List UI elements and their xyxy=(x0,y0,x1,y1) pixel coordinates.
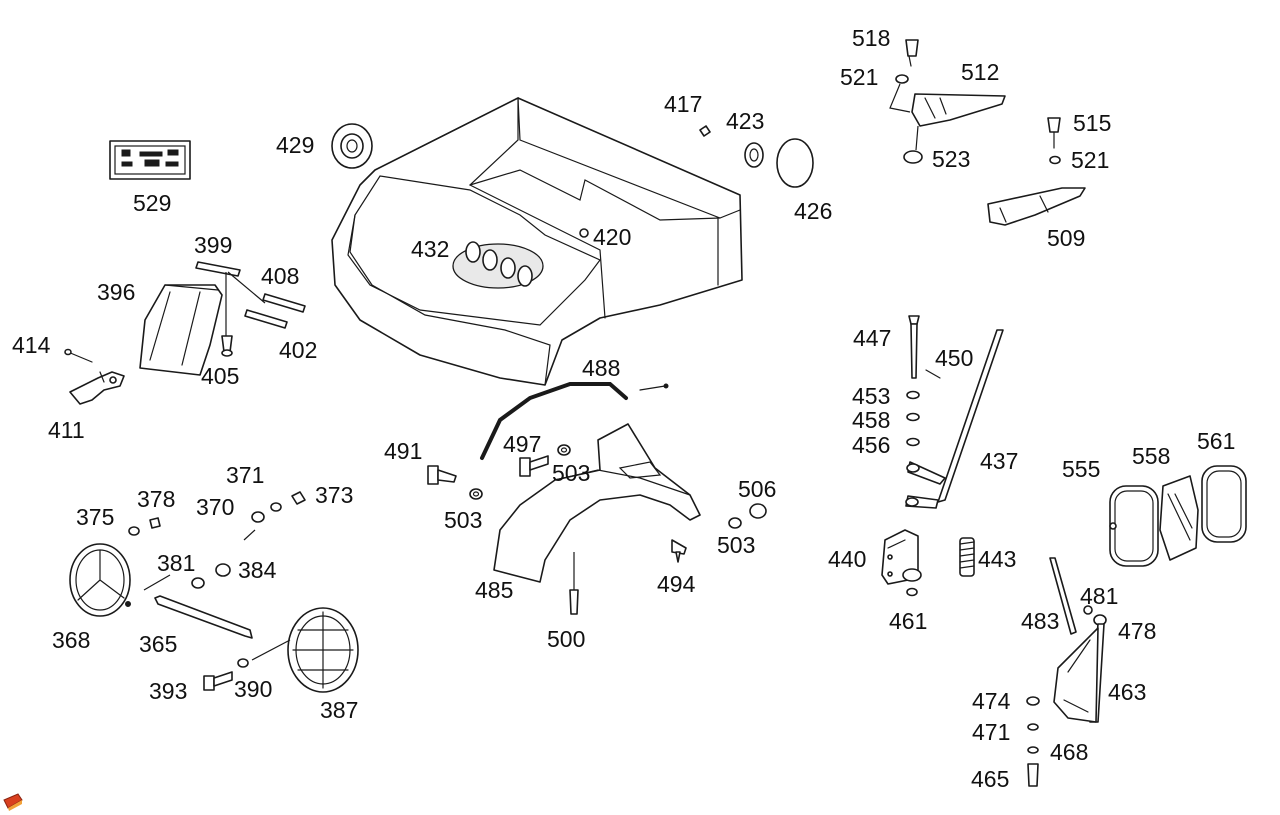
label-483: 483 xyxy=(1021,608,1059,634)
label-375: 375 xyxy=(76,504,114,530)
label-447: 447 xyxy=(853,325,891,351)
small-fasteners xyxy=(128,491,306,591)
label-491: 491 xyxy=(384,438,422,464)
label-368: 368 xyxy=(52,627,90,653)
label-453: 453 xyxy=(852,383,890,409)
label-420: 420 xyxy=(593,224,631,250)
label-437: 437 xyxy=(980,448,1018,474)
label-561: 561 xyxy=(1197,428,1235,454)
label-465: 465 xyxy=(971,766,1009,792)
label-378: 378 xyxy=(137,486,175,512)
label-399: 399 xyxy=(194,232,232,258)
fasteners-491 xyxy=(427,444,767,529)
label-523: 523 xyxy=(932,146,970,172)
label-384: 384 xyxy=(238,557,277,583)
bracket-440 xyxy=(881,529,922,597)
spring-443 xyxy=(959,537,975,577)
label-503: 503 xyxy=(717,532,755,558)
body-panel xyxy=(331,97,743,386)
label-478: 478 xyxy=(1118,618,1156,644)
grommet-420 xyxy=(579,228,589,238)
bracket-509 xyxy=(987,117,1086,226)
part-labels: 518 521 512 515 521 523 509 417 423 426 … xyxy=(12,25,1235,792)
label-405: 405 xyxy=(201,363,239,389)
label-515: 515 xyxy=(1073,110,1111,136)
label-423: 423 xyxy=(726,108,764,134)
label-370: 370 xyxy=(196,494,234,520)
screw-414 xyxy=(64,348,93,363)
mount-rod-assembly xyxy=(905,315,1004,509)
lamp-guard-387 xyxy=(203,607,359,693)
label-365: 365 xyxy=(139,631,177,657)
label-503: 503 xyxy=(552,460,590,486)
cap-426 xyxy=(776,138,814,188)
label-521: 521 xyxy=(1071,147,1109,173)
label-512: 512 xyxy=(961,59,999,85)
mirror-arm-463 xyxy=(1026,557,1107,787)
mirror-assembly xyxy=(1109,465,1247,567)
wheel-cover-368 xyxy=(69,543,131,617)
label-518: 518 xyxy=(852,25,890,51)
label-521: 521 xyxy=(840,64,878,90)
label-461: 461 xyxy=(889,608,927,634)
label-558: 558 xyxy=(1132,443,1170,469)
label-432: 432 xyxy=(411,236,449,262)
label-494: 494 xyxy=(657,571,696,597)
decal-plate-529 xyxy=(109,140,191,180)
label-371: 371 xyxy=(226,462,264,488)
mud-flap-396 xyxy=(139,284,223,376)
label-387: 387 xyxy=(320,697,358,723)
label-429: 429 xyxy=(276,132,314,158)
label-481: 481 xyxy=(1080,583,1118,609)
trim-strip-365 xyxy=(154,595,253,639)
label-488: 488 xyxy=(582,355,620,381)
grommet-423 xyxy=(744,142,764,168)
label-456: 456 xyxy=(852,432,890,458)
label-373: 373 xyxy=(315,482,353,508)
label-440: 440 xyxy=(828,546,866,572)
latch-411 xyxy=(69,371,125,405)
seal-strip-488 xyxy=(480,382,669,460)
strips-399-408-402 xyxy=(195,261,306,357)
label-509: 509 xyxy=(1047,225,1085,251)
label-497: 497 xyxy=(503,431,541,457)
label-426: 426 xyxy=(794,198,832,224)
label-393: 393 xyxy=(149,678,187,704)
label-414: 414 xyxy=(12,332,51,358)
label-458: 458 xyxy=(852,407,890,433)
corner-brick-icon[interactable] xyxy=(3,793,23,811)
label-411: 411 xyxy=(48,417,85,443)
label-450: 450 xyxy=(935,345,973,371)
fender-485 xyxy=(493,423,701,615)
label-468: 468 xyxy=(1050,739,1088,765)
label-471: 471 xyxy=(972,719,1010,745)
label-443: 443 xyxy=(978,546,1016,572)
clip-417 xyxy=(699,125,711,137)
label-417: 417 xyxy=(664,91,702,117)
label-474: 474 xyxy=(972,688,1011,714)
label-402: 402 xyxy=(279,337,317,363)
bracket-512 xyxy=(889,39,1006,164)
label-381: 381 xyxy=(157,550,195,576)
label-529: 529 xyxy=(133,190,171,216)
label-500: 500 xyxy=(547,626,585,652)
grommet-429 xyxy=(331,123,373,169)
label-555: 555 xyxy=(1062,456,1100,482)
label-485: 485 xyxy=(475,577,513,603)
label-396: 396 xyxy=(97,279,135,305)
label-463: 463 xyxy=(1108,679,1146,705)
label-390: 390 xyxy=(234,676,272,702)
label-408: 408 xyxy=(261,263,299,289)
label-506: 506 xyxy=(738,476,776,502)
label-503: 503 xyxy=(444,507,482,533)
